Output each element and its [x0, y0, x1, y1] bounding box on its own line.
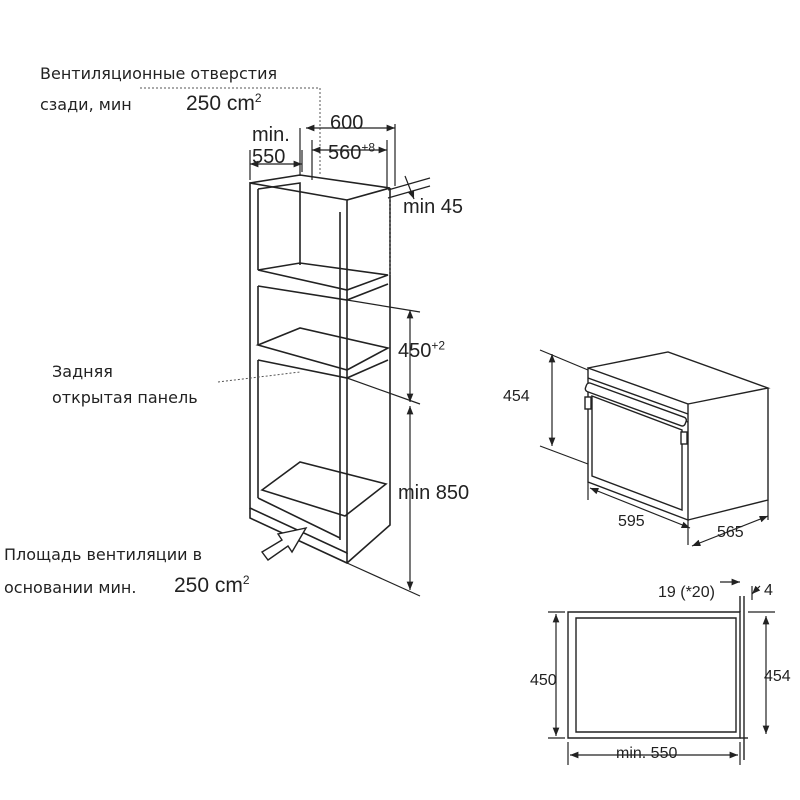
section-dimensions	[548, 578, 775, 765]
rear-panel-label-2: открытая панель	[52, 388, 198, 407]
min-850-label: min 850	[398, 482, 470, 504]
section-view	[567, 596, 748, 760]
oven-width-595-label: 595	[618, 513, 645, 530]
vent-base-area: 250 cm2	[174, 573, 250, 597]
vent-back-label: Вентиляционные отверстия	[40, 64, 278, 83]
depth-550-label: 550	[252, 146, 286, 168]
width-560-label: 560+8	[328, 140, 376, 164]
section-450-label: 450	[530, 672, 557, 689]
section-19-label: 19 (*20)	[658, 584, 715, 601]
section-min-550-label: min. 550	[616, 745, 678, 762]
vent-back-label-2: сзади, мин	[40, 95, 132, 114]
tall-cabinet	[249, 174, 391, 564]
min-45-label: min 45	[403, 196, 464, 218]
width-600-label: 600	[330, 112, 364, 134]
rear-panel-label: Задняя	[52, 362, 113, 381]
section-4-label: 4	[764, 582, 773, 599]
oven-dimensions	[539, 349, 769, 547]
oven-appliance	[584, 351, 771, 522]
oven-depth-565-label: 565	[717, 524, 744, 541]
cabinet-dimensions	[249, 124, 431, 597]
section-454-label: 454	[764, 668, 791, 685]
airflow-arrow	[260, 526, 308, 561]
niche-450-label: 450+2	[398, 338, 446, 362]
min-label: min.	[252, 124, 290, 146]
vent-base-label: Площадь вентиляции в	[4, 545, 203, 564]
vent-base-label-2: основании мин.	[4, 578, 137, 597]
oven-height-454-label: 454	[503, 388, 530, 405]
vent-back-area: 250 cm2	[186, 91, 262, 115]
vent-guide-lines	[140, 87, 391, 383]
